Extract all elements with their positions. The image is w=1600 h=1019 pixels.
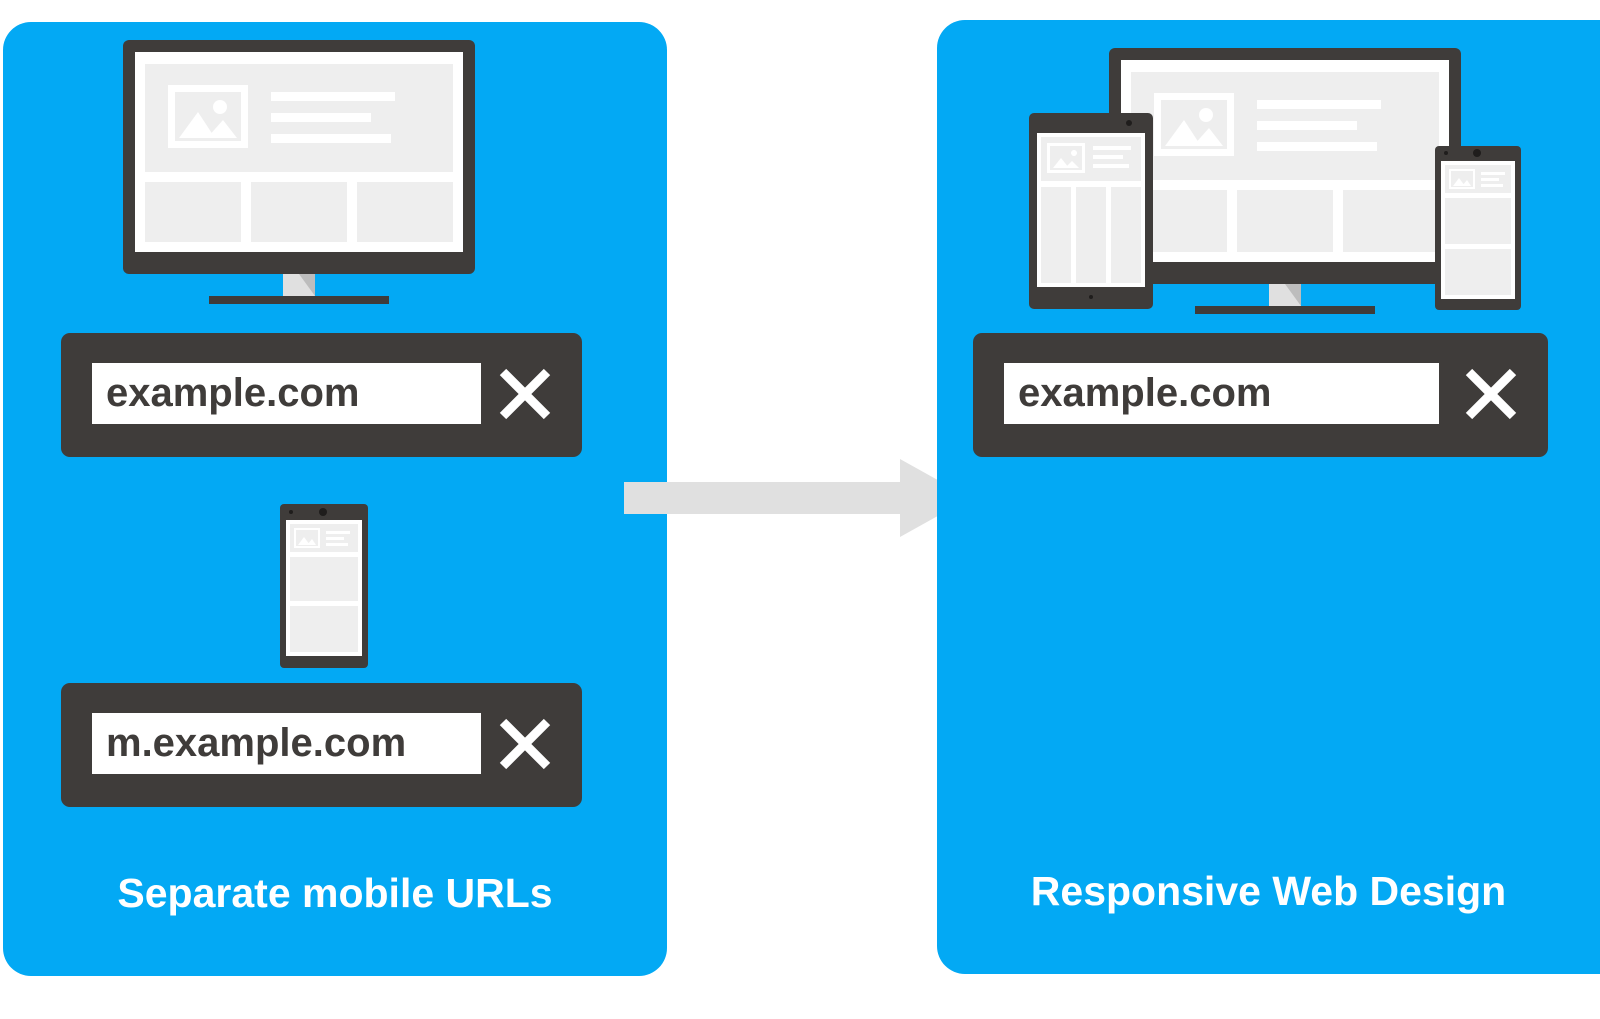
left-panel-caption: Separate mobile URLs (117, 870, 553, 916)
right-panel-caption: Responsive Web Design (1030, 868, 1507, 914)
desktop-url-bar: example.com (61, 333, 582, 457)
arrow-right-icon (624, 459, 970, 537)
phone-icon (1435, 146, 1521, 310)
mobile-url-bar: m.example.com (61, 683, 582, 807)
close-icon (499, 368, 551, 420)
close-icon (499, 718, 551, 770)
mobile-url-field: m.example.com (92, 713, 481, 774)
mobile-url-text: m.example.com (106, 721, 407, 765)
desktop-monitor-icon (1109, 48, 1461, 314)
close-icon (1465, 368, 1517, 420)
desktop-url-field: example.com (92, 363, 481, 424)
phone-icon (280, 504, 368, 668)
responsive-url-field: example.com (1004, 363, 1439, 424)
desktop-monitor-icon (123, 40, 475, 304)
responsive-url-text: example.com (1018, 371, 1272, 415)
tablet-icon (1029, 113, 1153, 309)
desktop-url-text: example.com (106, 371, 360, 415)
separate-mobile-urls-panel: example.com m.example.com Separate mobil… (3, 22, 667, 976)
responsive-url-bar: example.com (973, 333, 1548, 457)
responsive-web-design-panel: example.com Responsive Web Design (937, 20, 1600, 974)
